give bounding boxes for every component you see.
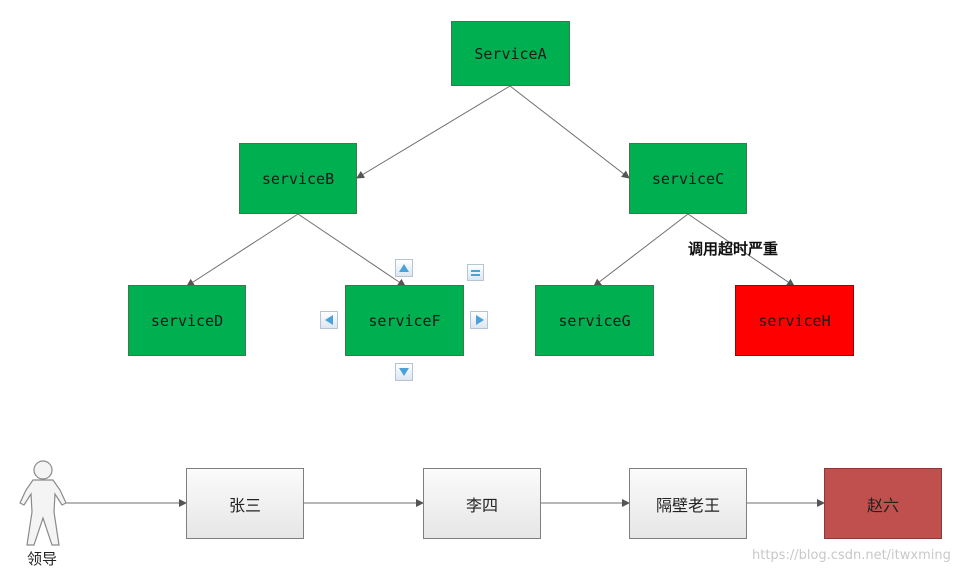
service-g-label: serviceG [558, 311, 631, 330]
edge-b-f [297, 213, 406, 287]
service-a-label: ServiceA [474, 44, 547, 63]
edge-c-g [593, 213, 689, 287]
service-d-node[interactable]: serviceD [128, 285, 246, 356]
chain-node-laowang[interactable]: 隔壁老王 [629, 468, 747, 539]
service-f-label: serviceF [368, 311, 441, 330]
arrow-right-icon[interactable] [470, 311, 488, 329]
menu-lines-icon[interactable] [467, 264, 484, 281]
service-b-node[interactable]: serviceB [239, 143, 357, 214]
edge-a-c [509, 85, 630, 179]
edge-a-b [356, 85, 511, 179]
chain-node-lisi[interactable]: 李四 [423, 468, 541, 539]
service-b-label: serviceB [261, 169, 335, 188]
service-d-label: serviceD [150, 311, 224, 330]
person-icon [19, 460, 67, 546]
actor-label: 领导 [27, 550, 58, 568]
service-f-node[interactable]: serviceF [345, 285, 464, 356]
edge-b-d [186, 213, 299, 287]
arrow-down-icon[interactable] [395, 363, 413, 381]
service-h-label: serviceH [758, 311, 831, 330]
chain-node-label: 隔壁老王 [655, 495, 720, 515]
edge-c-h [687, 213, 795, 287]
chain-node-zhaoliu[interactable]: 赵六 [824, 468, 942, 539]
service-c-label: serviceC [651, 169, 725, 188]
service-h-node[interactable]: serviceH [735, 285, 854, 356]
service-a-node[interactable]: ServiceA [451, 21, 570, 86]
chain-node-label: 张三 [228, 495, 261, 515]
chain-node-label: 李四 [465, 495, 498, 515]
arrow-left-icon[interactable] [320, 311, 338, 329]
service-g-node[interactable]: serviceG [535, 285, 654, 356]
watermark-text: https://blog.csdn.net/itwxming [752, 548, 951, 563]
timeout-annotation: 调用超时严重 [688, 240, 779, 258]
service-c-node[interactable]: serviceC [629, 143, 747, 214]
chain-node-zhangsan[interactable]: 张三 [186, 468, 304, 539]
arrow-up-icon[interactable] [395, 259, 413, 277]
chain-node-label: 赵六 [866, 495, 899, 515]
